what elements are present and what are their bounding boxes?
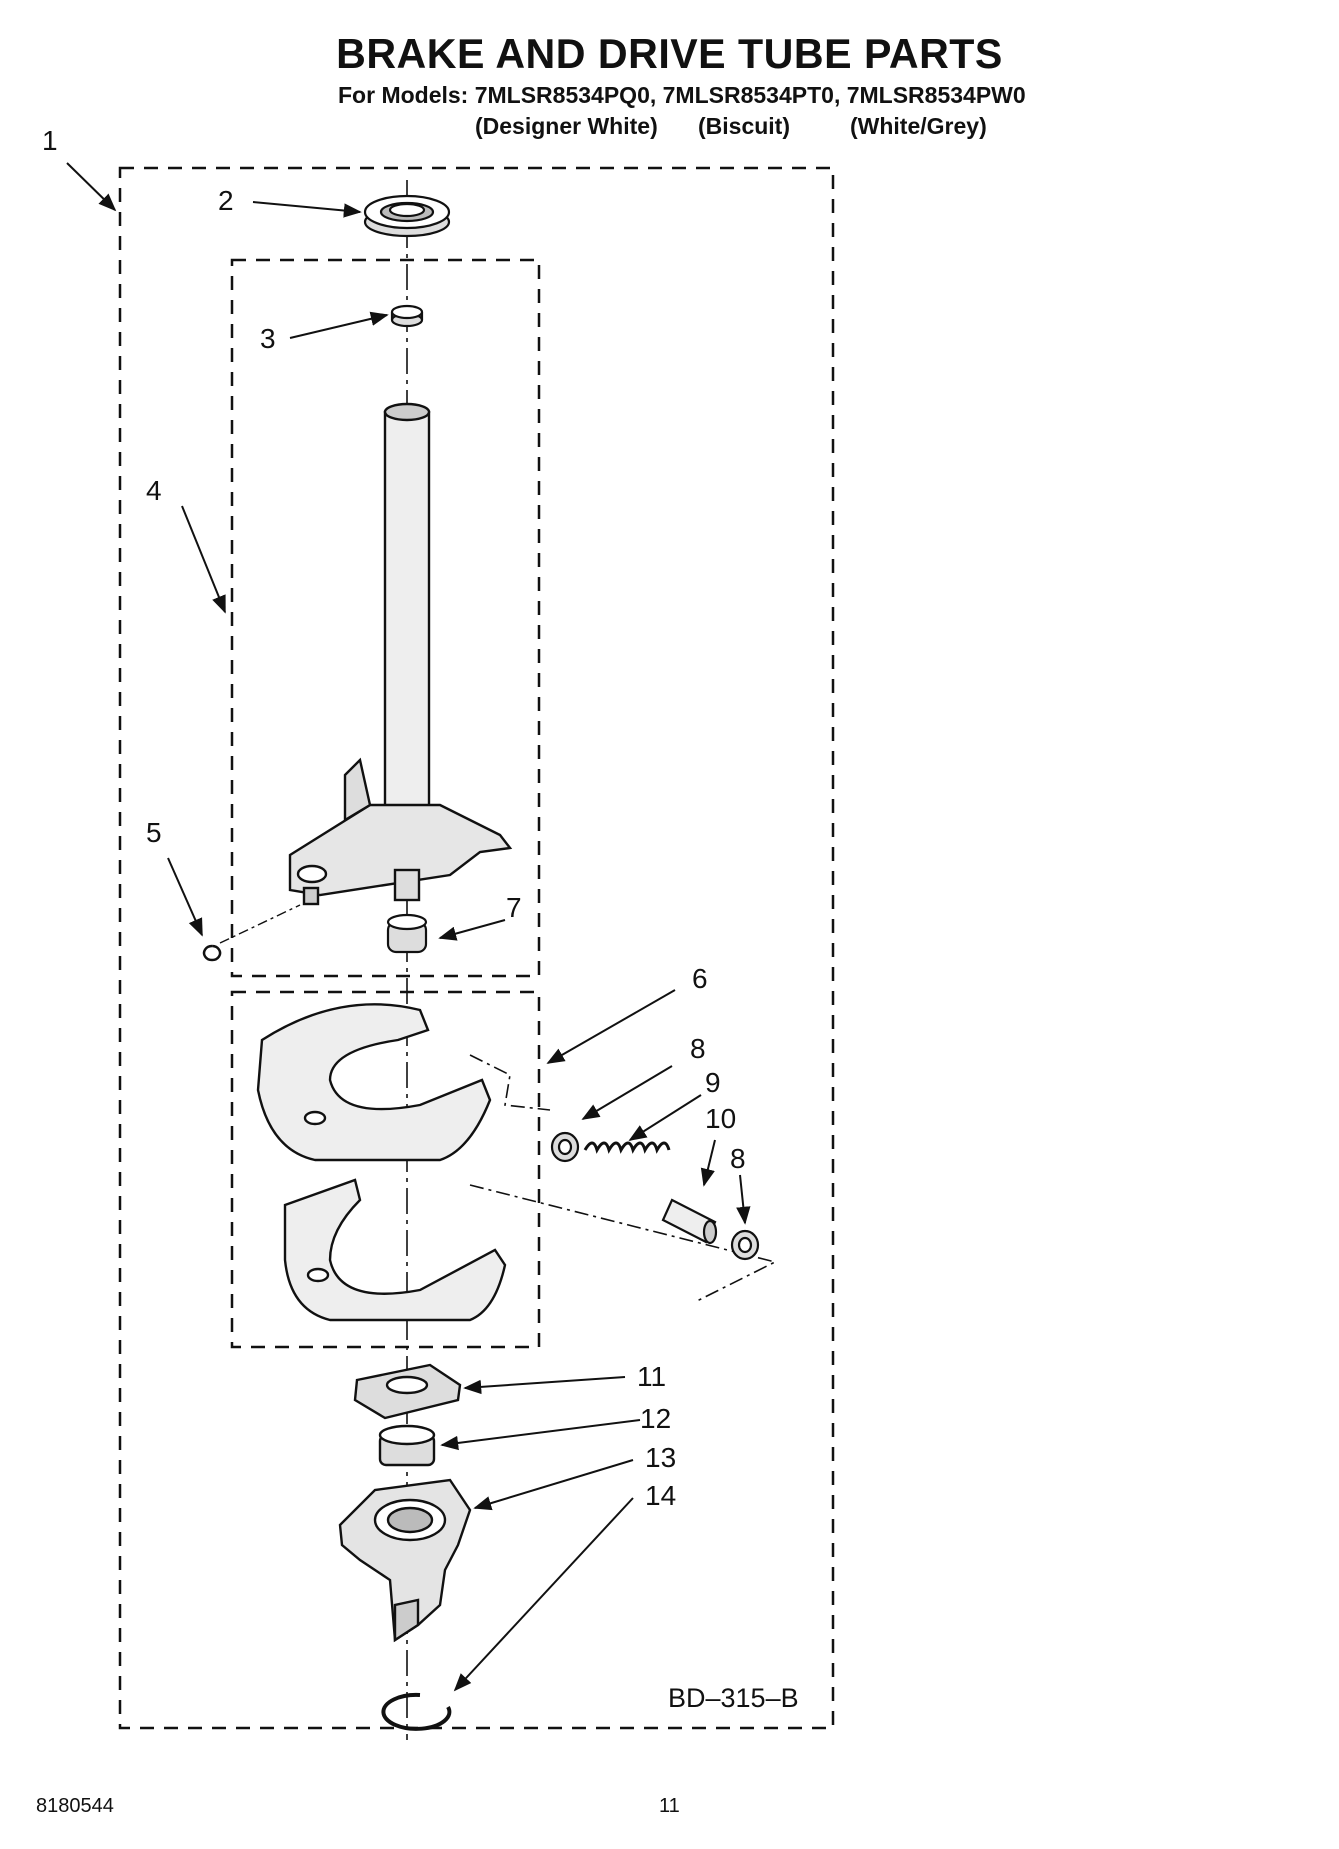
- leader-lines: [66, 162, 751, 1692]
- diagram-code: BD–315–B: [668, 1683, 799, 1713]
- spring-washer-left: [550, 1131, 580, 1163]
- lower-brake-shoe: [283, 1178, 507, 1322]
- assembly-boundary: [118, 166, 835, 1730]
- color-designer-white: (Designer White): [475, 113, 658, 139]
- spring-washer-right: [730, 1229, 760, 1261]
- callout-3: 3: [260, 323, 276, 354]
- callout-11: 11: [637, 1361, 666, 1392]
- callout-5: 5: [146, 817, 162, 848]
- brake-spring: [583, 1141, 671, 1154]
- callout-6: 6: [692, 963, 708, 994]
- callout-1: 1: [42, 125, 58, 156]
- drive-tube: [288, 402, 513, 906]
- snap-ring: [381, 1692, 452, 1731]
- seal-ring: [363, 194, 451, 238]
- callout-2: 2: [218, 185, 234, 216]
- doc-number: 8180544: [36, 1795, 114, 1817]
- bushing: [390, 304, 424, 328]
- callout-9: 9: [705, 1067, 721, 1098]
- brake-cam: [338, 1478, 472, 1643]
- callout-10: 10: [705, 1103, 736, 1134]
- collar: [378, 1424, 436, 1467]
- page-title: BRAKE AND DRIVE TUBE PARTS: [336, 30, 1003, 77]
- callout-14: 14: [645, 1480, 676, 1511]
- drive-tube-boundary: [230, 258, 541, 978]
- callout-12: 12: [640, 1403, 671, 1434]
- callout-13: 13: [645, 1442, 676, 1473]
- color-biscuit: (Biscuit): [698, 113, 790, 139]
- callout-7: 7: [506, 892, 522, 923]
- brake-boundary: [230, 990, 541, 1349]
- page-number: 11: [659, 1795, 680, 1817]
- upper-brake-shoe: [256, 1003, 492, 1162]
- callout-8: 8: [690, 1033, 706, 1064]
- callout-4: 4: [146, 475, 162, 506]
- color-white-grey: (White/Grey): [850, 113, 987, 139]
- e-clip: [202, 944, 222, 962]
- models-line: For Models: 7MLSR8534PQ0, 7MLSR8534PT0, …: [338, 82, 1026, 108]
- brake-pin: [661, 1198, 718, 1245]
- mounting-plate: [353, 1363, 462, 1420]
- callout-8-right: 8: [730, 1143, 746, 1174]
- lower-bushing: [386, 913, 428, 954]
